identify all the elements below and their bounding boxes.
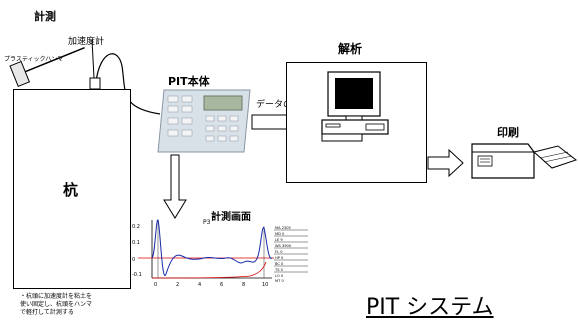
graph-side-table: MA 2305 MD 0 LE 9 WS 3900 FL 0 HP 0 BC 0… [274,226,308,283]
y-tick: 0.1 [132,240,140,246]
graph-id: P3 [203,219,211,226]
side-table-cell: LE 9 [275,238,283,242]
hammer-icon [9,47,85,88]
accelerometer-label: 加速度計 [68,37,105,47]
measurement-graph: P3 0.2 0.1 0 -0.1 0 2 4 6 8 10 MA 2305 M… [132,219,308,288]
pit-unit-label: PIT本体 [168,75,210,88]
right-arrow-print-icon [427,148,464,178]
side-table-cell: MD 0 [275,232,285,236]
side-table-cell: FL 0 [275,250,283,254]
velocity-waveform [151,219,273,276]
side-table-cell: BC 0 [275,262,284,266]
y-tick: 0 [132,257,135,263]
y-tick: -0.1 [132,272,142,278]
data-transfer-label: データの転送 [256,100,311,110]
system-title: PIT システム [366,295,494,320]
screen-title: 計測画面 [211,212,251,223]
side-table-cell: MA 2305 [275,226,291,230]
side-table-cell: HP 0 [275,256,284,260]
y-tick: 0.2 [132,224,140,230]
printer-icon [471,143,578,179]
x-tick: 0 [154,282,157,288]
x-tick: 4 [198,282,201,288]
x-tick: 8 [242,282,245,288]
accelerometer-icon [89,77,101,90]
down-arrow-icon [163,154,187,219]
measurement-note: ・杭頭に加速度計を粘土を使い固定し、杭頭をハンマで軽打して計測する [20,293,93,316]
x-tick: 10 [262,282,268,288]
side-table-cell: LO 0 [275,274,284,278]
pile-label: 杭 [63,181,79,199]
pit-unit-device [157,89,251,153]
hammer-label: プラスティックハンマ [4,56,64,63]
amplification-curve [151,261,267,279]
computer-icon [321,71,389,142]
x-tick: 6 [220,282,223,288]
pile [13,89,131,289]
x-tick: 2 [176,282,179,288]
printing-label: 印刷 [497,126,519,139]
side-table-cell: TS 0 [274,268,284,272]
side-table-cell: WS 3900 [275,244,292,248]
measurement-label: 計測 [34,10,56,23]
analysis-label: 解析 [338,42,363,56]
side-table-cell: MT 0 [275,279,284,283]
